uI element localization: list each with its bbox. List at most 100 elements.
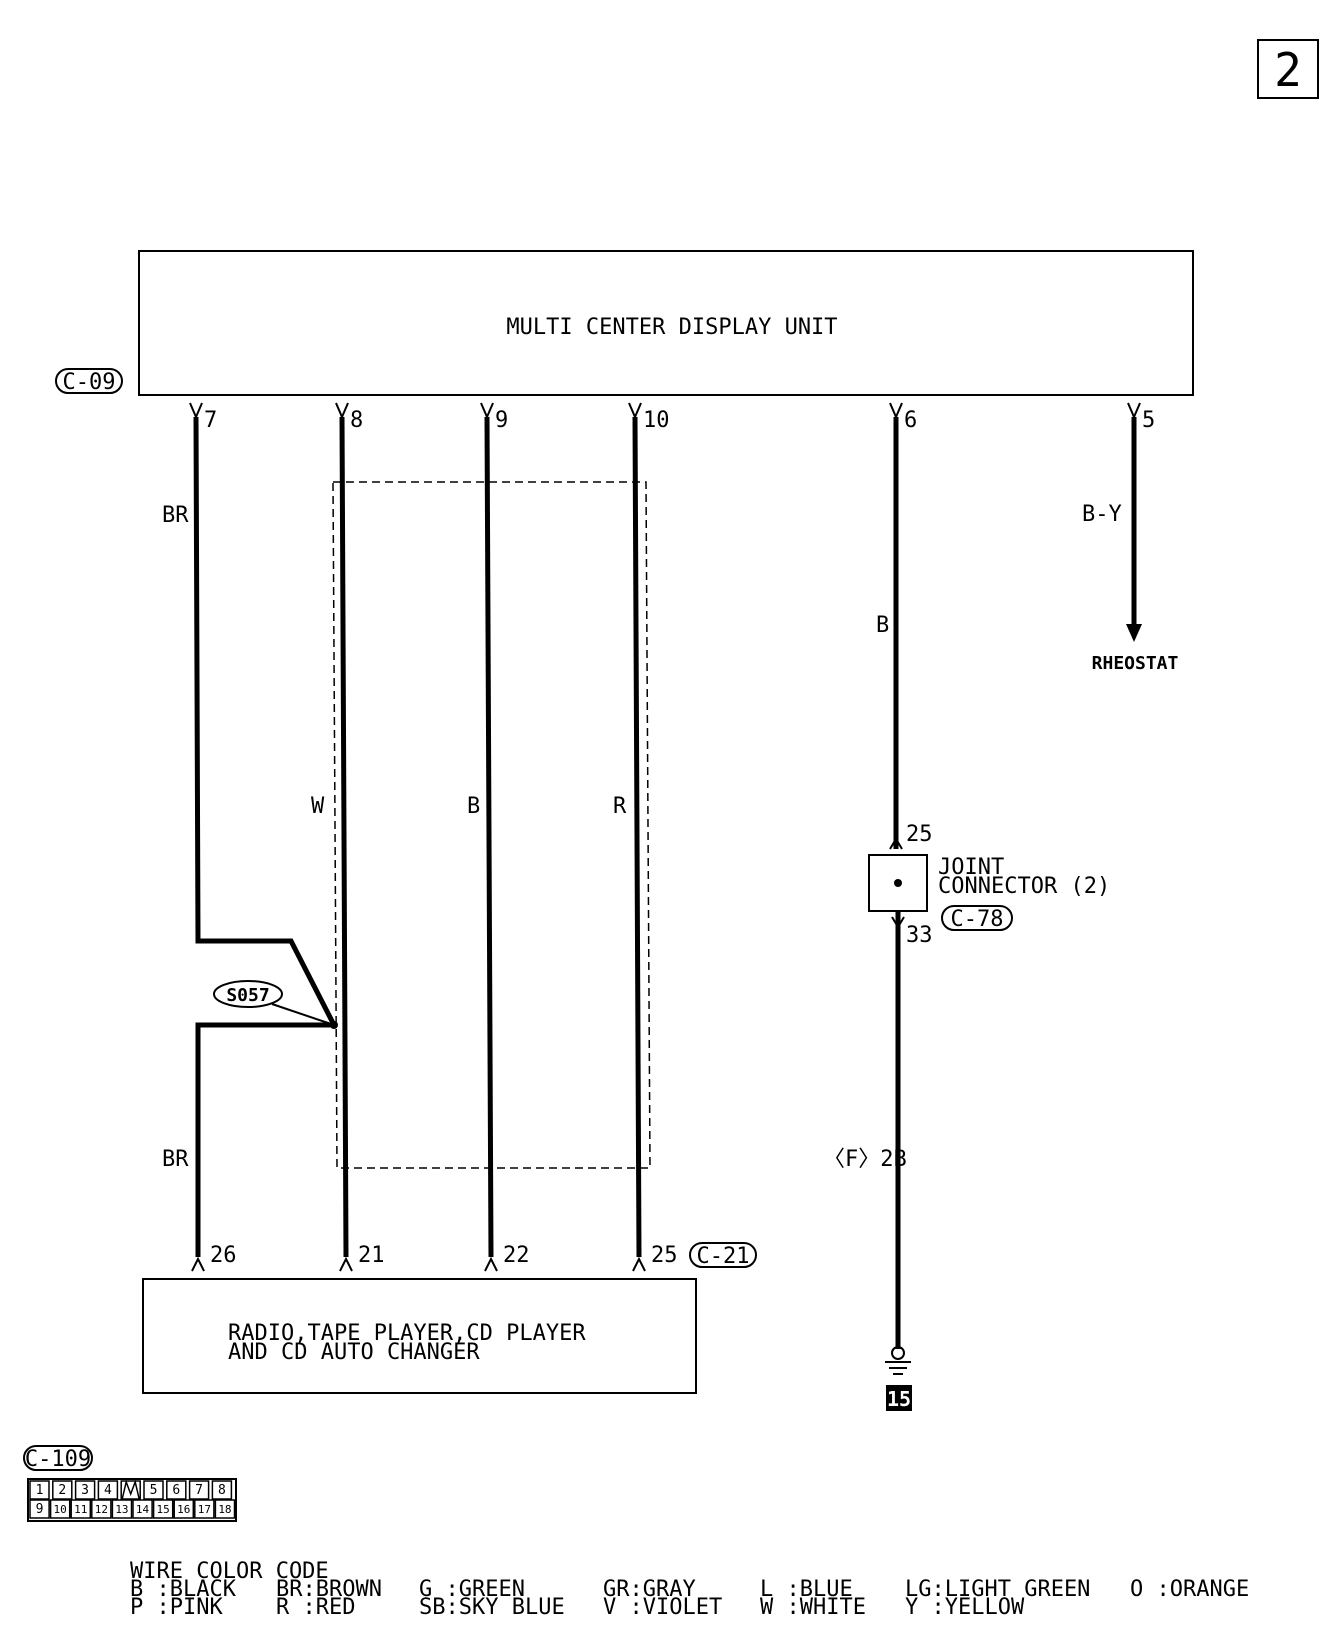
legend-l: L :BLUE bbox=[760, 1577, 853, 1602]
pin-7: 7 bbox=[204, 408, 217, 433]
pin-9: 9 bbox=[495, 408, 508, 433]
legend-br: BR:BROWN bbox=[276, 1577, 382, 1602]
connector-cell-label: 1 bbox=[36, 1483, 44, 1498]
wire-label-by: B-Y bbox=[1082, 502, 1122, 527]
legend-w: W :WHITE bbox=[760, 1595, 866, 1620]
connector-cell bbox=[173, 1499, 195, 1519]
radio-label-2: AND CD AUTO CHANGER bbox=[228, 1340, 480, 1365]
radio-box bbox=[142, 1278, 697, 1394]
legend-y: Y :YELLOW bbox=[905, 1595, 1025, 1620]
wire-color-legend: WIRE COLOR CODE B :BLACK P :PINK BR:BROW… bbox=[130, 1559, 1249, 1620]
ground-symbol: 15 bbox=[885, 1346, 912, 1411]
pin-10: 10 bbox=[643, 408, 670, 433]
connector-cell bbox=[52, 1480, 73, 1500]
joint-connector-label-1: JOINT bbox=[938, 855, 1004, 880]
svg-text:C-78: C-78 bbox=[951, 907, 1004, 932]
connector-cell bbox=[49, 1499, 71, 1519]
connector-cell-label: 14 bbox=[136, 1503, 150, 1516]
connector-cell-label: 12 bbox=[95, 1503, 108, 1516]
connector-cell-label: 8 bbox=[218, 1483, 226, 1498]
connector-cell-label: 15 bbox=[157, 1503, 170, 1516]
connector-cell-label: 7 bbox=[195, 1483, 203, 1498]
connector-cell-label: 13 bbox=[115, 1503, 128, 1516]
connector-cell bbox=[166, 1480, 187, 1500]
ground-number: 15 bbox=[887, 1387, 911, 1411]
rheostat-arrow bbox=[1126, 624, 1142, 642]
connector-c109-tag: C-109 bbox=[23, 1445, 93, 1472]
connector-cell-label: 5 bbox=[150, 1483, 158, 1498]
bottom-pin-markers bbox=[191, 1256, 646, 1272]
pin-6: 6 bbox=[904, 408, 917, 433]
connector-cell bbox=[97, 1480, 119, 1500]
connector-cell bbox=[143, 1480, 164, 1500]
wire-label-b-mid: B bbox=[467, 794, 480, 819]
joint-pin-25: 25 bbox=[906, 822, 933, 847]
display-unit-label: MULTI CENTER DISPLAY UNIT bbox=[506, 315, 837, 340]
connector-c09-tag: C-09 bbox=[55, 368, 123, 395]
shield-outline bbox=[332, 481, 651, 1169]
connector-cell-label: 18 bbox=[218, 1503, 231, 1516]
connector-c21-tag: C-21 bbox=[689, 1242, 757, 1269]
wire-label-b-right: B bbox=[876, 613, 889, 638]
wire-label-br-upper: BR bbox=[162, 503, 189, 528]
connector-c78-tag: C-78 bbox=[941, 905, 1013, 932]
connector-cell bbox=[120, 1480, 141, 1500]
connector-cell-label: 4 bbox=[104, 1483, 112, 1498]
connector-cell bbox=[111, 1499, 133, 1519]
legend-lg: LG:LIGHT GREEN bbox=[905, 1577, 1090, 1602]
connector-cell bbox=[29, 1499, 50, 1519]
wire-label-br-lower: BR bbox=[162, 1147, 189, 1172]
pin-21: 21 bbox=[358, 1243, 385, 1268]
connector-cell-label: 17 bbox=[198, 1503, 211, 1516]
svg-text:C-21: C-21 bbox=[697, 1244, 750, 1269]
connector-cell bbox=[194, 1499, 215, 1519]
wire-b-mid bbox=[484, 416, 494, 1258]
joint-connector-label-2: CONNECTOR (2) bbox=[938, 874, 1110, 899]
connector-cell bbox=[70, 1499, 92, 1519]
connector-cell-label: 3 bbox=[81, 1483, 89, 1498]
svg-text:C-09: C-09 bbox=[63, 370, 116, 395]
legend-r: R :RED bbox=[276, 1595, 355, 1620]
connector-cell-label: 2 bbox=[58, 1483, 66, 1498]
pin-8: 8 bbox=[350, 408, 363, 433]
legend-b: B :BLACK bbox=[130, 1577, 237, 1602]
radio-label-1: RADIO,TAPE PLAYER,CD PLAYER bbox=[228, 1321, 586, 1346]
legend-g: G :GREEN bbox=[419, 1577, 525, 1602]
connector-cell bbox=[188, 1480, 210, 1500]
pin-5: 5 bbox=[1142, 408, 1155, 433]
svg-text:C-109: C-109 bbox=[25, 1447, 91, 1472]
connector-cell bbox=[132, 1499, 153, 1519]
legend-v: V :VIOLET bbox=[603, 1595, 722, 1620]
connector-cell bbox=[152, 1499, 174, 1519]
display-unit-box bbox=[138, 250, 1194, 396]
connector-cell bbox=[91, 1499, 112, 1519]
page-number-box: 2 bbox=[1257, 39, 1319, 99]
wire-label-r: R bbox=[613, 794, 627, 819]
rheostat-label: RHEOSTAT bbox=[1092, 653, 1179, 674]
connector-cell-label: 16 bbox=[177, 1503, 190, 1516]
legend-sb: SB:SKY BLUE bbox=[419, 1595, 565, 1620]
connector-cell bbox=[29, 1480, 50, 1500]
svg-text:S057: S057 bbox=[226, 985, 269, 1006]
wire-label-w: W bbox=[311, 794, 325, 819]
wire-label-f2b: 〈F〉2B bbox=[823, 1147, 907, 1172]
wire-r bbox=[632, 416, 642, 1258]
connector-cell bbox=[74, 1480, 96, 1500]
legend-title: WIRE COLOR CODE bbox=[130, 1559, 329, 1584]
legend-o: O :ORANGE bbox=[1130, 1577, 1249, 1602]
pin-22: 22 bbox=[503, 1243, 530, 1268]
connector-cell bbox=[211, 1480, 233, 1500]
legend-gr: GR:GRAY bbox=[603, 1577, 696, 1602]
wire-br-upper bbox=[193, 416, 337, 1027]
wire-w bbox=[339, 416, 349, 1258]
page-number: 2 bbox=[1274, 43, 1302, 97]
joint-pin-33: 33 bbox=[906, 923, 933, 948]
connector-cell-label: 11 bbox=[74, 1503, 87, 1516]
pin-26: 26 bbox=[210, 1243, 237, 1268]
legend-p: P :PINK bbox=[130, 1595, 223, 1620]
connector-cell-label: 9 bbox=[36, 1502, 44, 1517]
connector-key-mark bbox=[121, 1479, 140, 1500]
joint-connector bbox=[868, 837, 928, 929]
